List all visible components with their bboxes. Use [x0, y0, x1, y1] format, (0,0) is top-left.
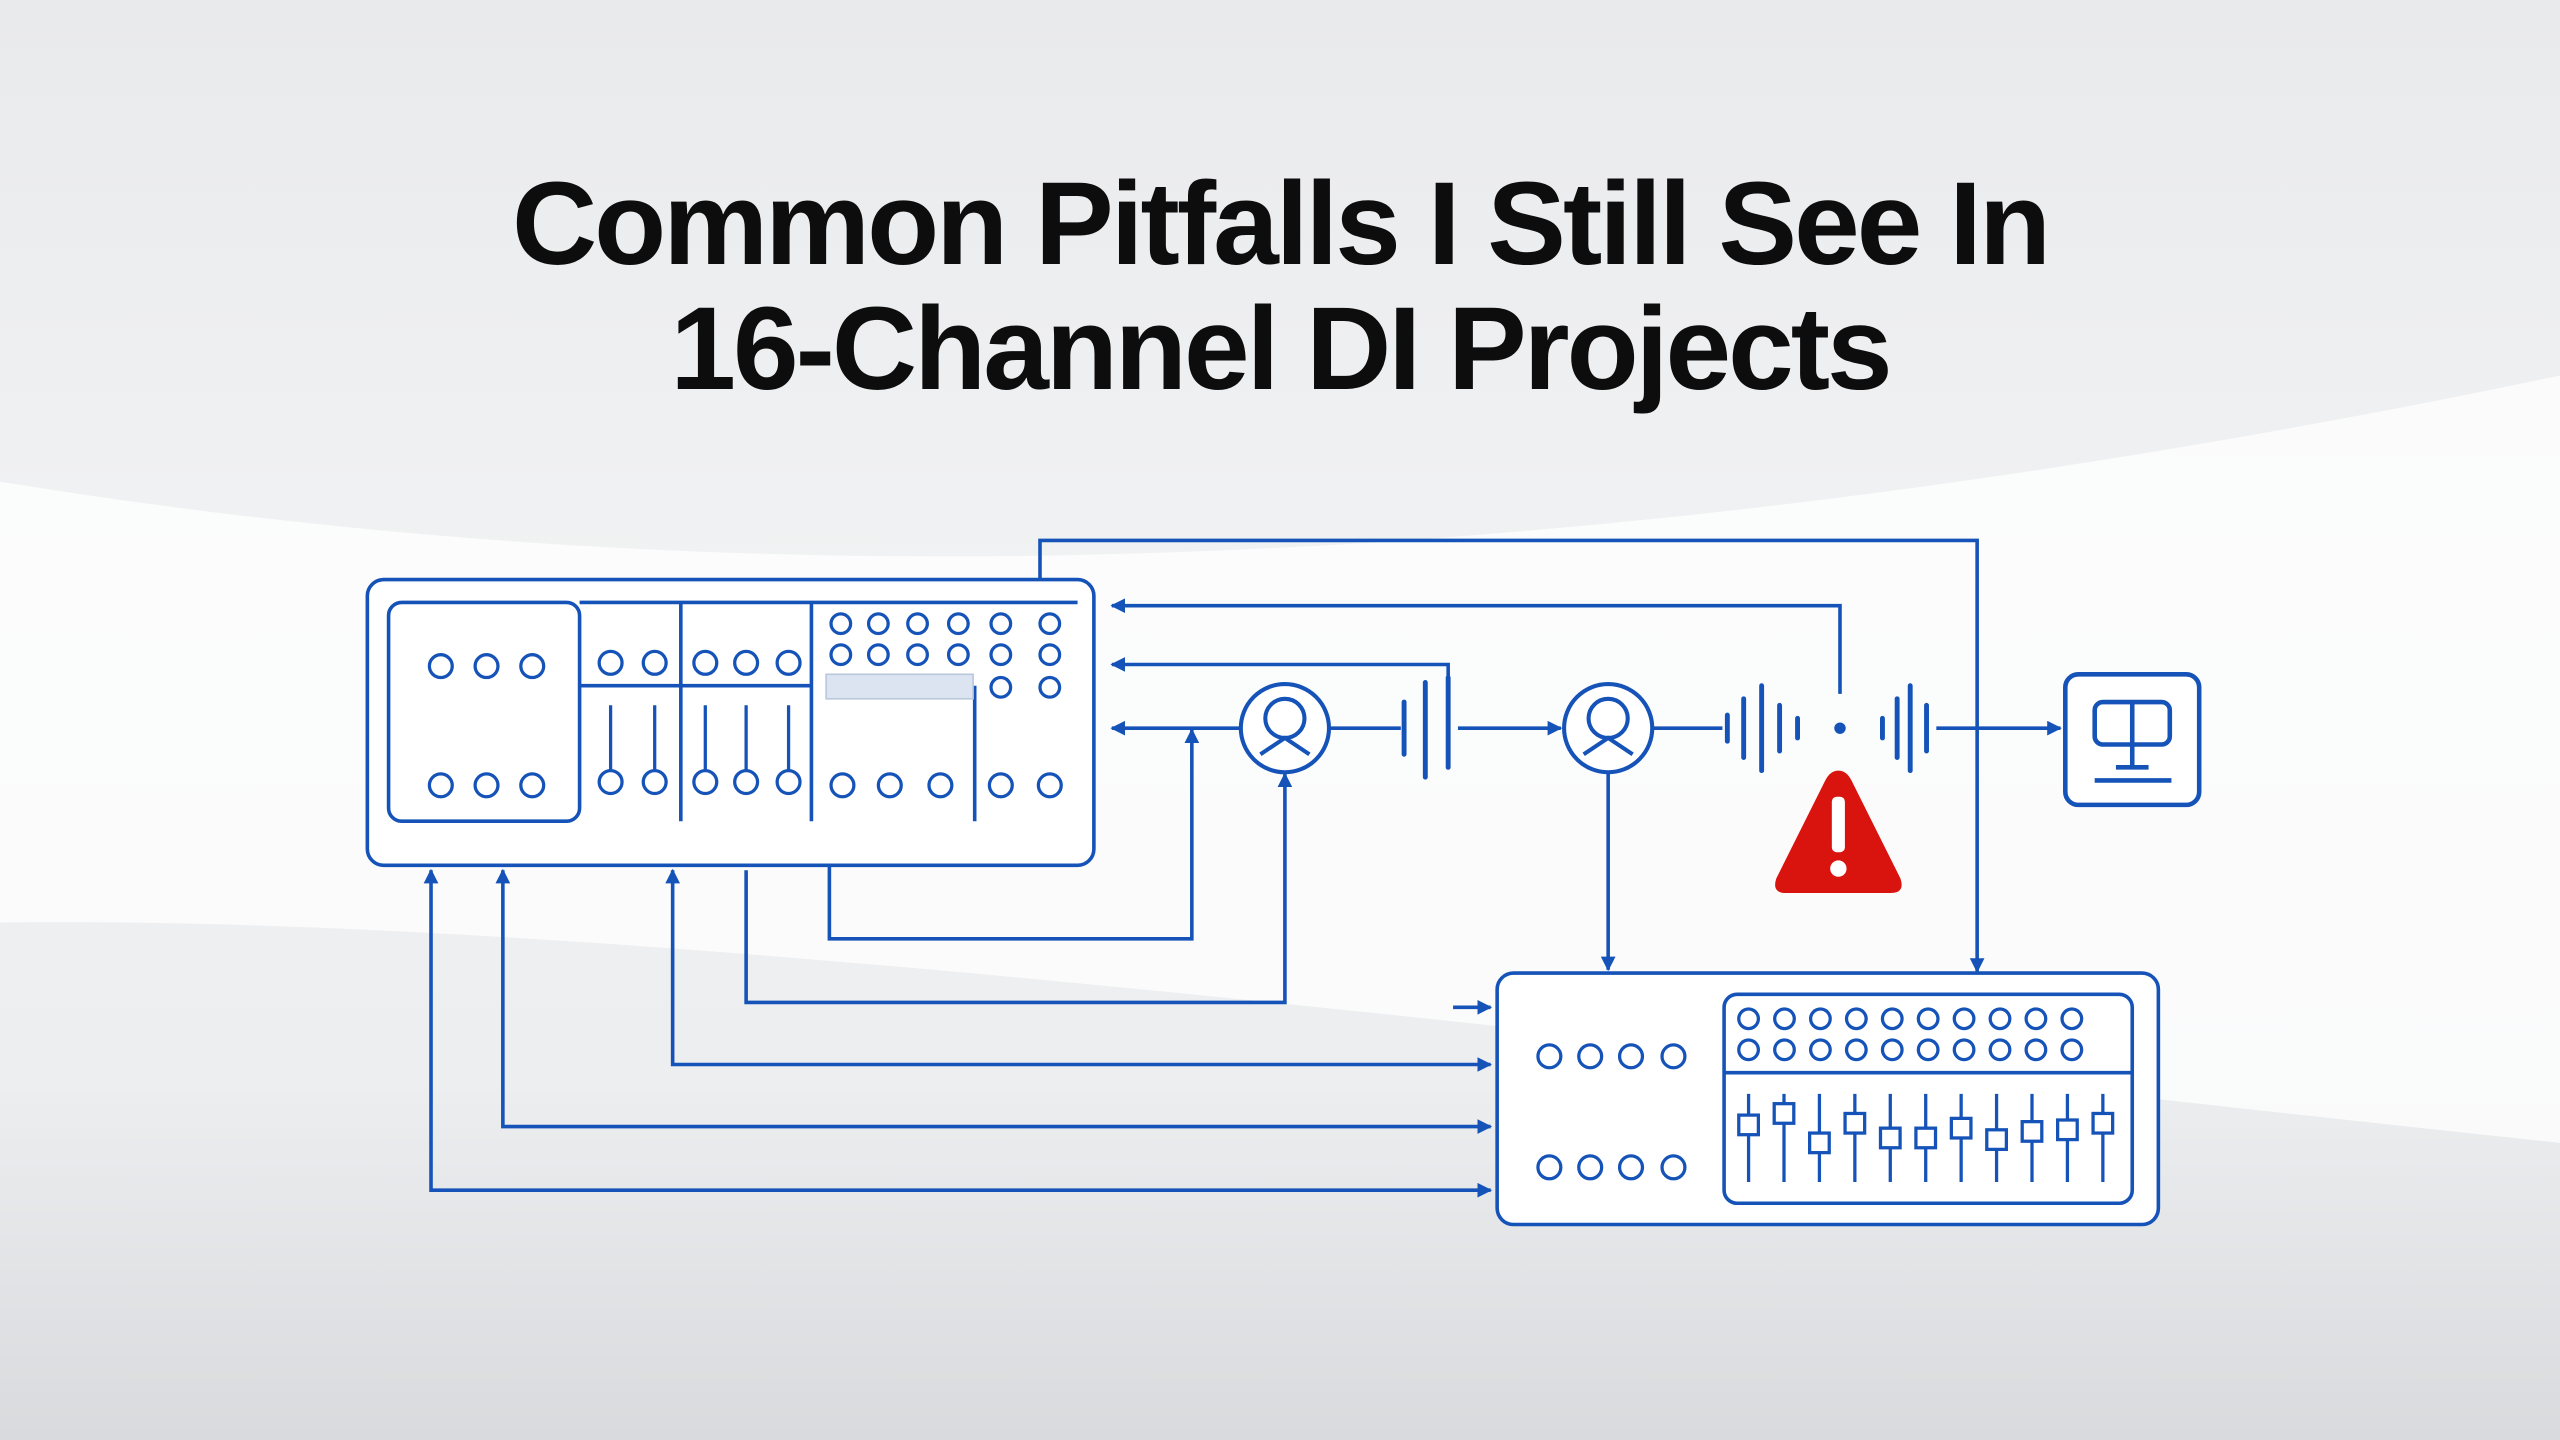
fader-cap — [1878, 1126, 1902, 1150]
knob — [1577, 1154, 1604, 1181]
knob — [1952, 1007, 1976, 1031]
fader-cap — [733, 768, 760, 796]
fader-cap — [1914, 1126, 1938, 1150]
knob — [519, 772, 546, 799]
fader-cap — [1772, 1102, 1796, 1125]
knob — [1988, 1007, 2012, 1031]
fader-cap — [1737, 1113, 1760, 1137]
warning-triangle-icon — [1775, 770, 1902, 894]
fader-cap — [641, 768, 668, 796]
knob — [519, 653, 546, 680]
fader-cap — [597, 768, 624, 796]
knob — [1737, 1038, 1760, 1062]
knob — [2024, 1038, 2048, 1062]
knob — [829, 643, 853, 667]
knob — [427, 772, 454, 799]
knob — [2024, 1007, 2048, 1031]
waveform-icon — [1401, 675, 1929, 780]
knob — [692, 649, 719, 676]
knob — [2060, 1038, 2084, 1062]
knob — [473, 772, 500, 799]
knob — [1617, 1154, 1645, 1181]
fader-cap — [1949, 1116, 1973, 1140]
knob — [1844, 1007, 1868, 1031]
knob — [946, 643, 970, 667]
knob — [829, 772, 856, 799]
fader-cap — [2020, 1120, 2044, 1143]
knob — [906, 643, 929, 667]
knob — [2060, 1007, 2084, 1031]
knob — [1808, 1038, 1832, 1062]
right-mixer-console — [1495, 971, 2161, 1227]
link-2 — [495, 868, 1493, 1134]
knob — [927, 772, 954, 799]
knob — [1038, 643, 1062, 667]
title-line-2: 16-Channel DI Projects — [670, 283, 1892, 415]
knob — [1916, 1038, 1940, 1062]
knob — [1844, 1038, 1868, 1062]
knob — [989, 675, 1013, 699]
knob — [1038, 675, 1062, 699]
knob — [1577, 1043, 1604, 1070]
fader-cap — [2056, 1118, 2079, 1142]
knob — [473, 653, 500, 680]
fader-cap — [1985, 1128, 2009, 1152]
knob — [866, 612, 890, 636]
fader-cap — [1843, 1111, 1867, 1135]
microphone-icon — [1238, 682, 1332, 775]
knob — [1952, 1038, 1976, 1062]
fader-cap — [775, 768, 802, 796]
microphone-icon — [1562, 682, 1655, 775]
link-3 — [423, 868, 1493, 1198]
knob — [1660, 1154, 1687, 1181]
knob — [1737, 1007, 1760, 1031]
knob — [1660, 1043, 1687, 1070]
knob — [829, 612, 853, 636]
knob — [989, 612, 1013, 636]
knob — [641, 649, 668, 676]
knob — [1536, 1043, 1563, 1070]
knob — [733, 649, 760, 676]
knob — [946, 612, 970, 636]
knob — [1617, 1043, 1645, 1070]
knob — [1880, 1007, 1904, 1031]
fader-cap — [2091, 1111, 2115, 1135]
title-line-1: Common Pitfalls I Still See In — [511, 158, 2051, 290]
feedback-top — [1110, 598, 1842, 694]
knob — [989, 643, 1013, 667]
knob — [1916, 1007, 1940, 1031]
knob — [427, 653, 454, 680]
knob — [906, 612, 929, 636]
knob — [1536, 1154, 1563, 1181]
loop-to-right-device — [1038, 538, 1985, 973]
knob — [1773, 1038, 1796, 1062]
fader-cap — [1808, 1131, 1831, 1155]
knob — [1773, 1007, 1796, 1031]
knob — [1038, 612, 1062, 636]
fader-cap — [692, 768, 719, 796]
link-1 — [665, 868, 1493, 1072]
knob — [987, 772, 1014, 799]
knob — [597, 649, 624, 676]
knob — [1808, 1007, 1832, 1031]
knob — [1988, 1038, 2012, 1062]
knob — [876, 772, 903, 799]
knob — [775, 649, 802, 676]
display-strip — [825, 673, 974, 700]
knob — [866, 643, 890, 667]
monitor-icon — [2063, 672, 2202, 808]
knob — [1036, 772, 1063, 799]
connection-lines — [423, 538, 2062, 1198]
knob — [1880, 1038, 1904, 1062]
left-mixer-console — [365, 577, 1096, 868]
